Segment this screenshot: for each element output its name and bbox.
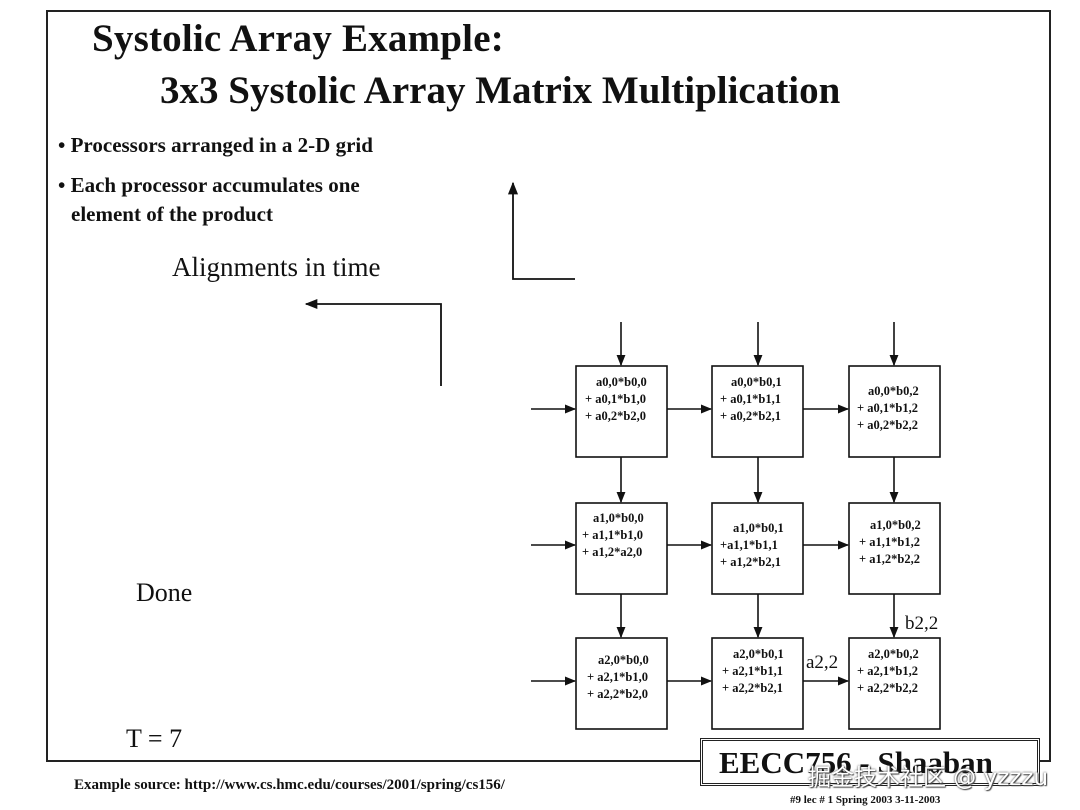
done-label: Done — [136, 578, 193, 607]
cell-term: a0,0*b0,0 — [596, 375, 647, 389]
cell-term: a0,0*b0,2 — [868, 384, 919, 398]
alignment-arrow-left — [304, 298, 442, 386]
alignments-label: Alignments in time — [172, 252, 381, 282]
bullet-accumulates-cont: element of the product — [71, 202, 273, 226]
cell-term: + a0,2*b2,0 — [585, 409, 646, 423]
watermark: 掘金技术社区 @ yzzzu — [808, 765, 1049, 791]
time-step-label: T = 7 — [126, 724, 183, 753]
processor-cell-r2c1 — [711, 637, 804, 730]
b22-input-label: b2,2 — [905, 613, 939, 634]
lecture-info: #9 lec # 1 Spring 2003 3-11-2003 — [790, 794, 941, 806]
cell-term: + a2,2*b2,1 — [722, 681, 783, 695]
cell-text-r0c2: a0,0*b0,2 + a0,1*b1,2 + a0,2*b2,2 — [857, 383, 919, 434]
bullet-processors-grid: • Processors arranged in a 2-D grid — [58, 133, 373, 157]
cell-term: a1,0*b0,2 — [870, 518, 921, 532]
cell-term: + a0,1*b1,0 — [585, 392, 646, 406]
cell-term: a0,0*b0,1 — [731, 375, 782, 389]
cell-text-r2c0: a2,0*b0,0 + a2,1*b1,0 + a2,2*b2,0 — [587, 652, 649, 703]
cell-text-r0c1: a0,0*b0,1 + a0,1*b1,1 + a0,2*b2,1 — [720, 374, 782, 425]
processor-cell-r1c0 — [575, 502, 668, 595]
cell-term: + a2,1*b1,2 — [857, 664, 918, 678]
cell-term: a2,0*b0,1 — [733, 647, 784, 661]
example-source-footer: Example source: http://www.cs.hmc.edu/co… — [74, 777, 505, 793]
cell-text-r0c0: a0,0*b0,0 + a0,1*b1,0 + a0,2*b2,0 — [585, 374, 647, 425]
cell-text-r2c1: a2,0*b0,1 + a2,1*b1,1 + a2,2*b2,1 — [722, 646, 784, 697]
cell-term: a1,0*b0,0 — [593, 511, 644, 525]
cell-term: + a0,2*b2,2 — [857, 418, 918, 432]
cell-term: + a1,2*b2,2 — [859, 552, 920, 566]
cell-term: + a0,2*b2,1 — [720, 409, 781, 423]
cell-term: a1,0*b0,1 — [733, 521, 784, 535]
cell-text-r1c1: a1,0*b0,1 +a1,1*b1,1 + a1,2*b2,1 — [720, 520, 784, 571]
cell-term: +a1,1*b1,1 — [720, 538, 778, 552]
processor-cell-r0c2 — [848, 365, 941, 458]
course-badge: EECC756 - Shaaban — [700, 738, 1040, 786]
bullet-accumulates: • Each processor accumulates one — [58, 173, 360, 197]
processor-cell-r1c2 — [848, 502, 941, 595]
slide-title-line2: 3x3 Systolic Array Matrix Multiplication — [160, 69, 841, 112]
cell-term: + a1,1*b1,2 — [859, 535, 920, 549]
processor-cell-r2c0 — [575, 637, 668, 730]
cell-term: + a1,2*a2,0 — [582, 545, 643, 559]
cell-term: a2,0*b0,2 — [868, 647, 919, 661]
slide-title-line1: Systolic Array Example: — [92, 17, 504, 60]
cell-text-r1c2: a1,0*b0,2 + a1,1*b1,2 + a1,2*b2,2 — [859, 517, 921, 568]
processor-cell-r2c2 — [848, 637, 941, 730]
cell-term: + a0,1*b1,2 — [857, 401, 918, 415]
cell-term: + a2,2*b2,2 — [857, 681, 918, 695]
course-title: EECC756 - Shaaban — [719, 745, 993, 780]
alignment-arrow-up — [507, 181, 575, 280]
cell-text-r2c2: a2,0*b0,2 + a2,1*b1,2 + a2,2*b2,2 — [857, 646, 919, 697]
a22-input-label: a2,2 — [806, 652, 839, 673]
cell-term: a2,0*b0,0 — [598, 653, 649, 667]
cell-term: + a2,2*b2,0 — [587, 687, 648, 701]
cell-term: + a2,1*b1,1 — [722, 664, 783, 678]
processor-cell-r1c1 — [711, 502, 804, 595]
cell-text-r1c0: a1,0*b0,0 + a1,1*b1,0 + a1,2*a2,0 — [582, 510, 644, 561]
slide-frame — [46, 10, 1051, 762]
cell-term: + a2,1*b1,0 — [587, 670, 648, 684]
cell-term: + a1,2*b2,1 — [720, 555, 781, 569]
cell-term: + a0,1*b1,1 — [720, 392, 781, 406]
cell-term: + a1,1*b1,0 — [582, 528, 643, 542]
